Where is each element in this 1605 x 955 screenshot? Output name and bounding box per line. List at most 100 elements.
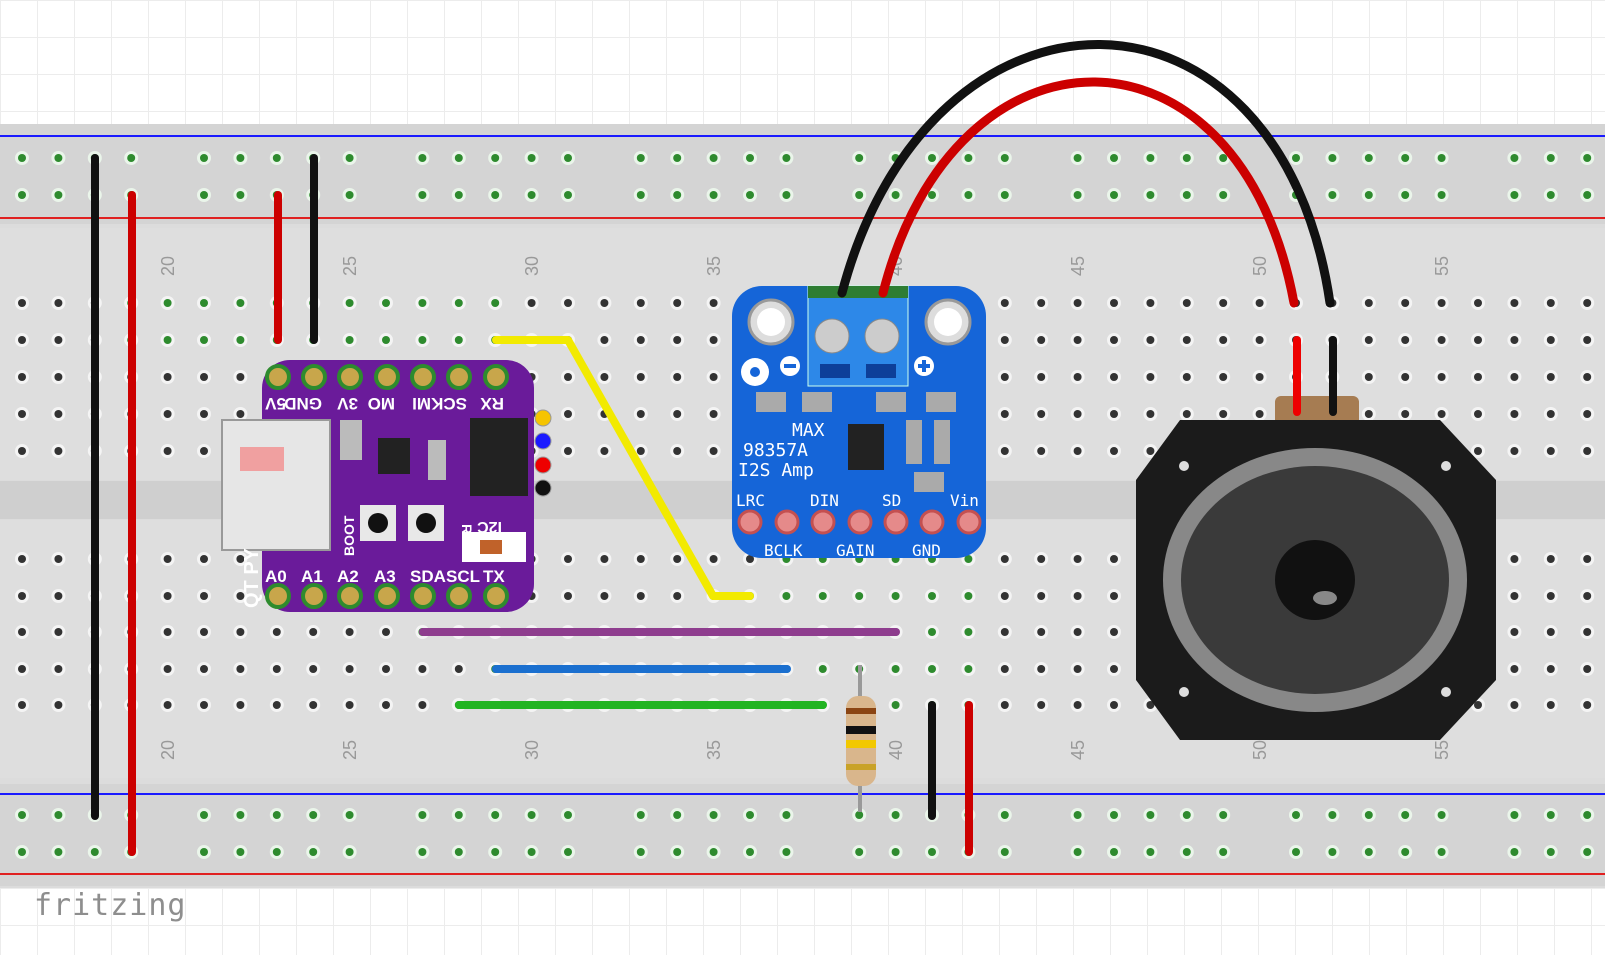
amp-pin[interactable]: [883, 509, 909, 535]
qtpy-pin-top[interactable]: [446, 364, 472, 390]
qtpy-pin-bottom[interactable]: [446, 583, 472, 609]
terminal-hole-dot: [673, 447, 682, 455]
terminal-hole-dot: [1000, 592, 1009, 600]
qtpy-pin-bottom[interactable]: [374, 583, 400, 609]
qtpy-pin-top[interactable]: [265, 364, 291, 390]
rail-hole-dot: [345, 191, 354, 199]
speaker[interactable]: [1136, 336, 1496, 740]
amp-pin[interactable]: [810, 509, 836, 535]
rail-hole-dot: [1219, 811, 1228, 819]
terminal-hole-dot: [1510, 447, 1519, 455]
terminal-hole-dot: [1037, 373, 1046, 381]
terminal-hole-dot: [1546, 373, 1555, 381]
qtpy-pin-bottom[interactable]: [337, 583, 363, 609]
terminal-hole-dot: [1401, 336, 1410, 344]
qtpy-pin-top[interactable]: [410, 364, 436, 390]
amp-smd-2: [802, 392, 832, 412]
speaker-screw-br: [1441, 687, 1451, 697]
row-number-bottom: 40: [886, 740, 906, 760]
qtpy-pin-label-bottom: A3: [374, 567, 396, 586]
terminal-hole-dot: [1546, 447, 1555, 455]
terminal-hole-dot: [673, 555, 682, 563]
rail-hole-dot: [1437, 191, 1446, 199]
rail-hole-dot: [673, 811, 682, 819]
resistor-icon[interactable]: [846, 665, 876, 812]
rail-hole-dot: [527, 848, 536, 856]
terminal-hole-dot: [236, 628, 245, 636]
rail-hole-dot: [1110, 811, 1118, 819]
terminal-pad-minus: [820, 364, 850, 378]
terminal-hole-dot: [600, 592, 609, 600]
terminal-hole-dot: [236, 336, 245, 344]
rail-hole-dot: [454, 811, 463, 819]
red-wire-speaker[interactable]: [878, 77, 1299, 308]
terminal-hole-dot: [54, 665, 63, 673]
terminal-hole-dot: [636, 336, 645, 344]
terminal-screw-plus[interactable]: [864, 318, 900, 354]
qtpy-pin-label-top: 5V: [265, 394, 286, 413]
amp-pin[interactable]: [956, 509, 982, 535]
qtpy-pin-top[interactable]: [374, 364, 400, 390]
qtpy-pin-bottom[interactable]: [301, 583, 327, 609]
rail-hole-dot: [709, 848, 718, 856]
boot-button-cap[interactable]: [368, 513, 388, 533]
terminal-hole-dot: [1073, 665, 1082, 673]
terminal-hole-dot: [636, 592, 645, 600]
amp-pin[interactable]: [737, 509, 763, 535]
terminal-hole-dot: [1037, 299, 1046, 307]
terminal-hole-dot: [1583, 592, 1592, 600]
terminal-hole-dot: [1546, 628, 1555, 636]
terminal-hole-dot: [18, 299, 26, 307]
terminal-hole-dot: [1546, 701, 1555, 709]
amp-pin[interactable]: [847, 509, 873, 535]
mount-hole-left-center: [757, 308, 785, 336]
terminal-hole-dot: [163, 592, 172, 600]
terminal-hole-dot: [309, 628, 318, 636]
qtpy-pin-bottom[interactable]: [483, 583, 509, 609]
power-wires[interactable]: [91, 154, 973, 856]
speaker-wires[interactable]: [837, 40, 1335, 308]
rail-hole-dot: [18, 811, 26, 819]
rail-hole-dot: [709, 811, 718, 819]
terminal-hole-dot: [1364, 336, 1373, 344]
qtpy-pin-bottom[interactable]: [265, 583, 291, 609]
rail-hole-dot: [1546, 848, 1555, 856]
terminal-hole-dot: [1510, 373, 1519, 381]
rail-hole-dot: [345, 811, 354, 819]
terminal-hole-dot: [54, 410, 63, 418]
qtpy-pin-bottom[interactable]: [410, 583, 436, 609]
terminal-hole-dot: [54, 701, 63, 709]
terminal-hole-dot: [1583, 373, 1592, 381]
rail-hole-dot: [1146, 191, 1155, 199]
terminal-hole-dot: [345, 628, 354, 636]
rail-hole-dot: [1328, 154, 1337, 162]
terminal-hole-dot: [18, 336, 26, 344]
amp-pin[interactable]: [774, 509, 800, 535]
terminal-hole-dot: [1110, 628, 1118, 636]
terminal-hole-dot: [1474, 447, 1482, 455]
terminal-hole-dot: [1510, 628, 1519, 636]
usb-c-port: [221, 419, 331, 551]
rail-hole-dot: [928, 154, 936, 162]
qtpy-pin-top[interactable]: [483, 364, 509, 390]
terminal-hole-dot: [18, 410, 26, 418]
qtpy-pin-top[interactable]: [301, 364, 327, 390]
speaker-screw-bl: [1179, 687, 1189, 697]
qtpy-pin-label-top: SCK: [430, 394, 467, 413]
terminal-hole-dot: [272, 628, 281, 636]
yellow-wire-rx-din[interactable]: [492, 336, 754, 600]
terminal-screw-minus[interactable]: [814, 318, 850, 354]
qtpy-pin-top[interactable]: [337, 364, 363, 390]
amp-pin[interactable]: [919, 509, 945, 535]
reset-button-cap[interactable]: [416, 513, 436, 533]
signal-wires[interactable]: [419, 336, 900, 709]
rst-label: RST: [459, 524, 475, 552]
breadboard[interactable]: [0, 124, 1605, 888]
black-wire-speaker[interactable]: [837, 40, 1335, 308]
terminal-hole-dot: [18, 701, 26, 709]
